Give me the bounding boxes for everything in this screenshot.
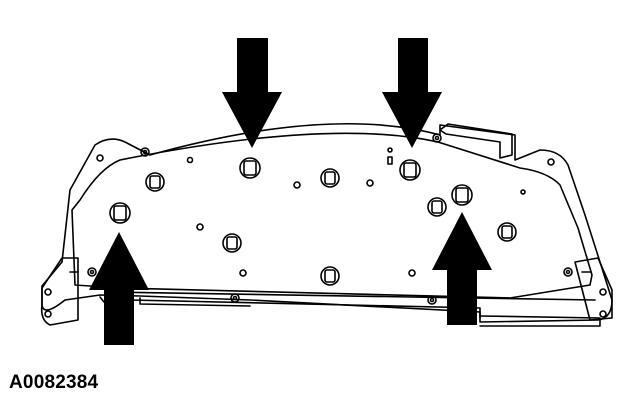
right-mount-ear: [574, 257, 613, 321]
bulb-socket: [497, 222, 517, 242]
mount-hole: [44, 310, 52, 318]
mount-hole: [599, 310, 607, 318]
bulb-socket: [239, 157, 261, 179]
arrow-down-icon: [382, 38, 442, 148]
arrow-down-icon: [222, 38, 282, 148]
arrow-up-icon: [432, 212, 492, 325]
small-slot: [387, 156, 393, 165]
small-hole: [366, 179, 374, 187]
mount-hole: [44, 288, 52, 296]
edge-tick: [99, 296, 105, 303]
bulb-socket: [451, 184, 473, 206]
bulb-socket: [320, 266, 340, 286]
bulb-socket: [320, 168, 340, 188]
bulb-socket: [145, 172, 165, 192]
screw: [563, 267, 573, 277]
small-hole: [293, 181, 301, 189]
small-hole: [196, 223, 204, 231]
screw: [140, 147, 150, 157]
mount-hole: [599, 288, 607, 296]
right-top-bracket: [439, 123, 513, 159]
bottom-rail: [104, 291, 596, 319]
cluster-inner-contour: [71, 132, 593, 299]
screw: [432, 133, 442, 143]
small-hole: [186, 156, 194, 164]
arrow-up-icon: [89, 232, 149, 345]
screw: [427, 295, 437, 305]
bottom-connector: [479, 315, 601, 327]
bulb-socket: [399, 159, 421, 181]
left-mount-ear: [40, 257, 79, 326]
small-hole: [387, 147, 393, 153]
bulb-socket: [109, 202, 131, 224]
screw: [87, 267, 97, 277]
mount-hole: [547, 158, 555, 166]
small-hole: [408, 269, 416, 277]
bulb-socket: [222, 233, 242, 253]
screw: [230, 293, 240, 303]
small-hole: [239, 269, 247, 277]
small-hole: [520, 189, 526, 195]
figure-id-label: A0082384: [9, 372, 99, 393]
bulb-socket: [427, 197, 447, 217]
mount-hole: [96, 154, 104, 162]
